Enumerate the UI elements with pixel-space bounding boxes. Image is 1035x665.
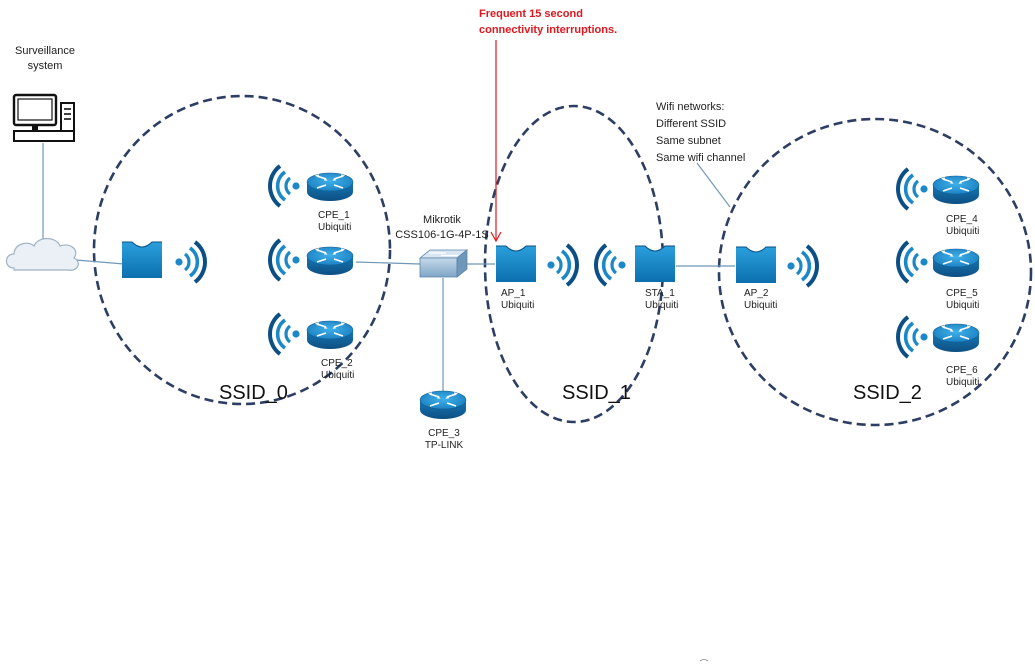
note-line-2: Different SSID — [656, 118, 727, 130]
cpe-middle-router-icon — [306, 246, 354, 276]
cloud-icon — [5, 237, 79, 271]
ap2-name: AP_2 — [744, 288, 769, 299]
ssid1-label: SSID_1 — [562, 382, 631, 404]
cpe1-to-switch-line — [355, 261, 421, 265]
sta1-wifi-icon — [594, 243, 628, 287]
cpe1-wifi-icon — [268, 164, 302, 208]
cpe3-label: CPE_3 TP-LINK — [414, 428, 474, 452]
note-line-3: Same subnet — [656, 135, 721, 147]
cpe-middle-wifi-icon — [268, 238, 302, 282]
ssid2-label: SSID_2 — [853, 382, 922, 404]
ssid0-label: SSID_0 — [219, 382, 288, 404]
cpe3-router-icon — [419, 390, 467, 420]
cpe4-wifi-icon — [896, 167, 930, 211]
ap0-wifi-icon — [173, 240, 207, 284]
note-pointer-line — [696, 162, 731, 208]
cpe4-label: CPE_4 Ubiquiti — [946, 214, 979, 238]
cpe6-label: CPE_6 Ubiquiti — [946, 365, 979, 389]
ap2-wifi-icon — [785, 244, 819, 288]
cpe6-router-icon — [932, 323, 980, 353]
sta1-vendor: Ubiquiti — [645, 300, 679, 311]
cpe5-name: CPE_5 — [946, 288, 978, 299]
computer-icon — [12, 93, 75, 142]
cpe6-vendor: Ubiquiti — [946, 377, 980, 388]
switch-line-1: Mikrotik — [423, 214, 461, 226]
surveillance-label: Surveillance system — [0, 44, 90, 74]
cpe1-vendor: Ubiquiti — [318, 222, 352, 233]
cpe2-label: CPE_2 Ubiquiti — [321, 358, 354, 382]
ap2-vendor: Ubiquiti — [744, 300, 778, 311]
link-lines — [42, 143, 735, 392]
cpe3-name: CPE_3 — [428, 428, 460, 439]
cpe1-name: CPE_1 — [318, 210, 350, 221]
sta1-label: STA_1 Ubiquiti — [645, 288, 678, 312]
cpe4-name: CPE_4 — [946, 214, 978, 225]
ssid0-ellipse — [92, 94, 392, 406]
cpe5-router-icon — [932, 248, 980, 278]
ap2-label: AP_2 Ubiquiti — [744, 288, 777, 312]
alert-line-2: connectivity interruptions. — [479, 24, 618, 36]
switch-label: Mikrotik CSS106-1G-4P-1S — [392, 213, 492, 243]
alert-arrow — [490, 40, 502, 243]
cpe1-router-icon — [306, 172, 354, 202]
surveillance-line-1: Surveillance — [15, 45, 75, 57]
cpe2-vendor: Ubiquiti — [321, 370, 355, 381]
cpe6-name: CPE_6 — [946, 365, 978, 376]
cpe5-label: CPE_5 Ubiquiti — [946, 288, 979, 312]
ap1-name: AP_1 — [501, 288, 526, 299]
mikrotik-switch-icon — [418, 249, 469, 278]
cpe2-wifi-icon — [268, 312, 302, 356]
switch-line-2: CSS106-1G-4P-1S — [395, 229, 489, 241]
ap0-icon — [121, 241, 163, 279]
stray-mark — [699, 659, 709, 662]
alert-annotation: Frequent 15 second connectivity interrup… — [479, 6, 617, 38]
surveillance-line-2: system — [27, 60, 63, 72]
cpe2-router-icon — [306, 320, 354, 350]
wifi-networks-note: Wifi networks: Different SSID Same subne… — [656, 99, 745, 167]
ssid2-ellipse — [717, 117, 1033, 427]
alert-line-1: Frequent 15 second — [479, 8, 583, 20]
ap1-wifi-icon — [545, 243, 579, 287]
ap1-icon — [495, 245, 537, 283]
sta1-icon — [634, 245, 676, 283]
cpe6-wifi-icon — [896, 315, 930, 359]
cpe4-vendor: Ubiquiti — [946, 226, 980, 237]
ap1-label: AP_1 Ubiquiti — [501, 288, 534, 312]
cpe2-name: CPE_2 — [321, 358, 353, 369]
cpe5-vendor: Ubiquiti — [946, 300, 980, 311]
sta1-name: STA_1 — [645, 288, 675, 299]
cpe3-vendor: TP-LINK — [424, 440, 464, 451]
ap2-icon — [735, 246, 777, 284]
ap1-vendor: Ubiquiti — [501, 300, 535, 311]
cpe1-label: CPE_1 Ubiquiti — [318, 210, 351, 234]
note-line-4: Same wifi channel — [656, 152, 746, 164]
cpe4-router-icon — [932, 175, 980, 205]
note-line-1: Wifi networks: — [656, 101, 725, 113]
cpe5-wifi-icon — [896, 240, 930, 284]
cloud-to-ap0-line — [75, 259, 125, 265]
